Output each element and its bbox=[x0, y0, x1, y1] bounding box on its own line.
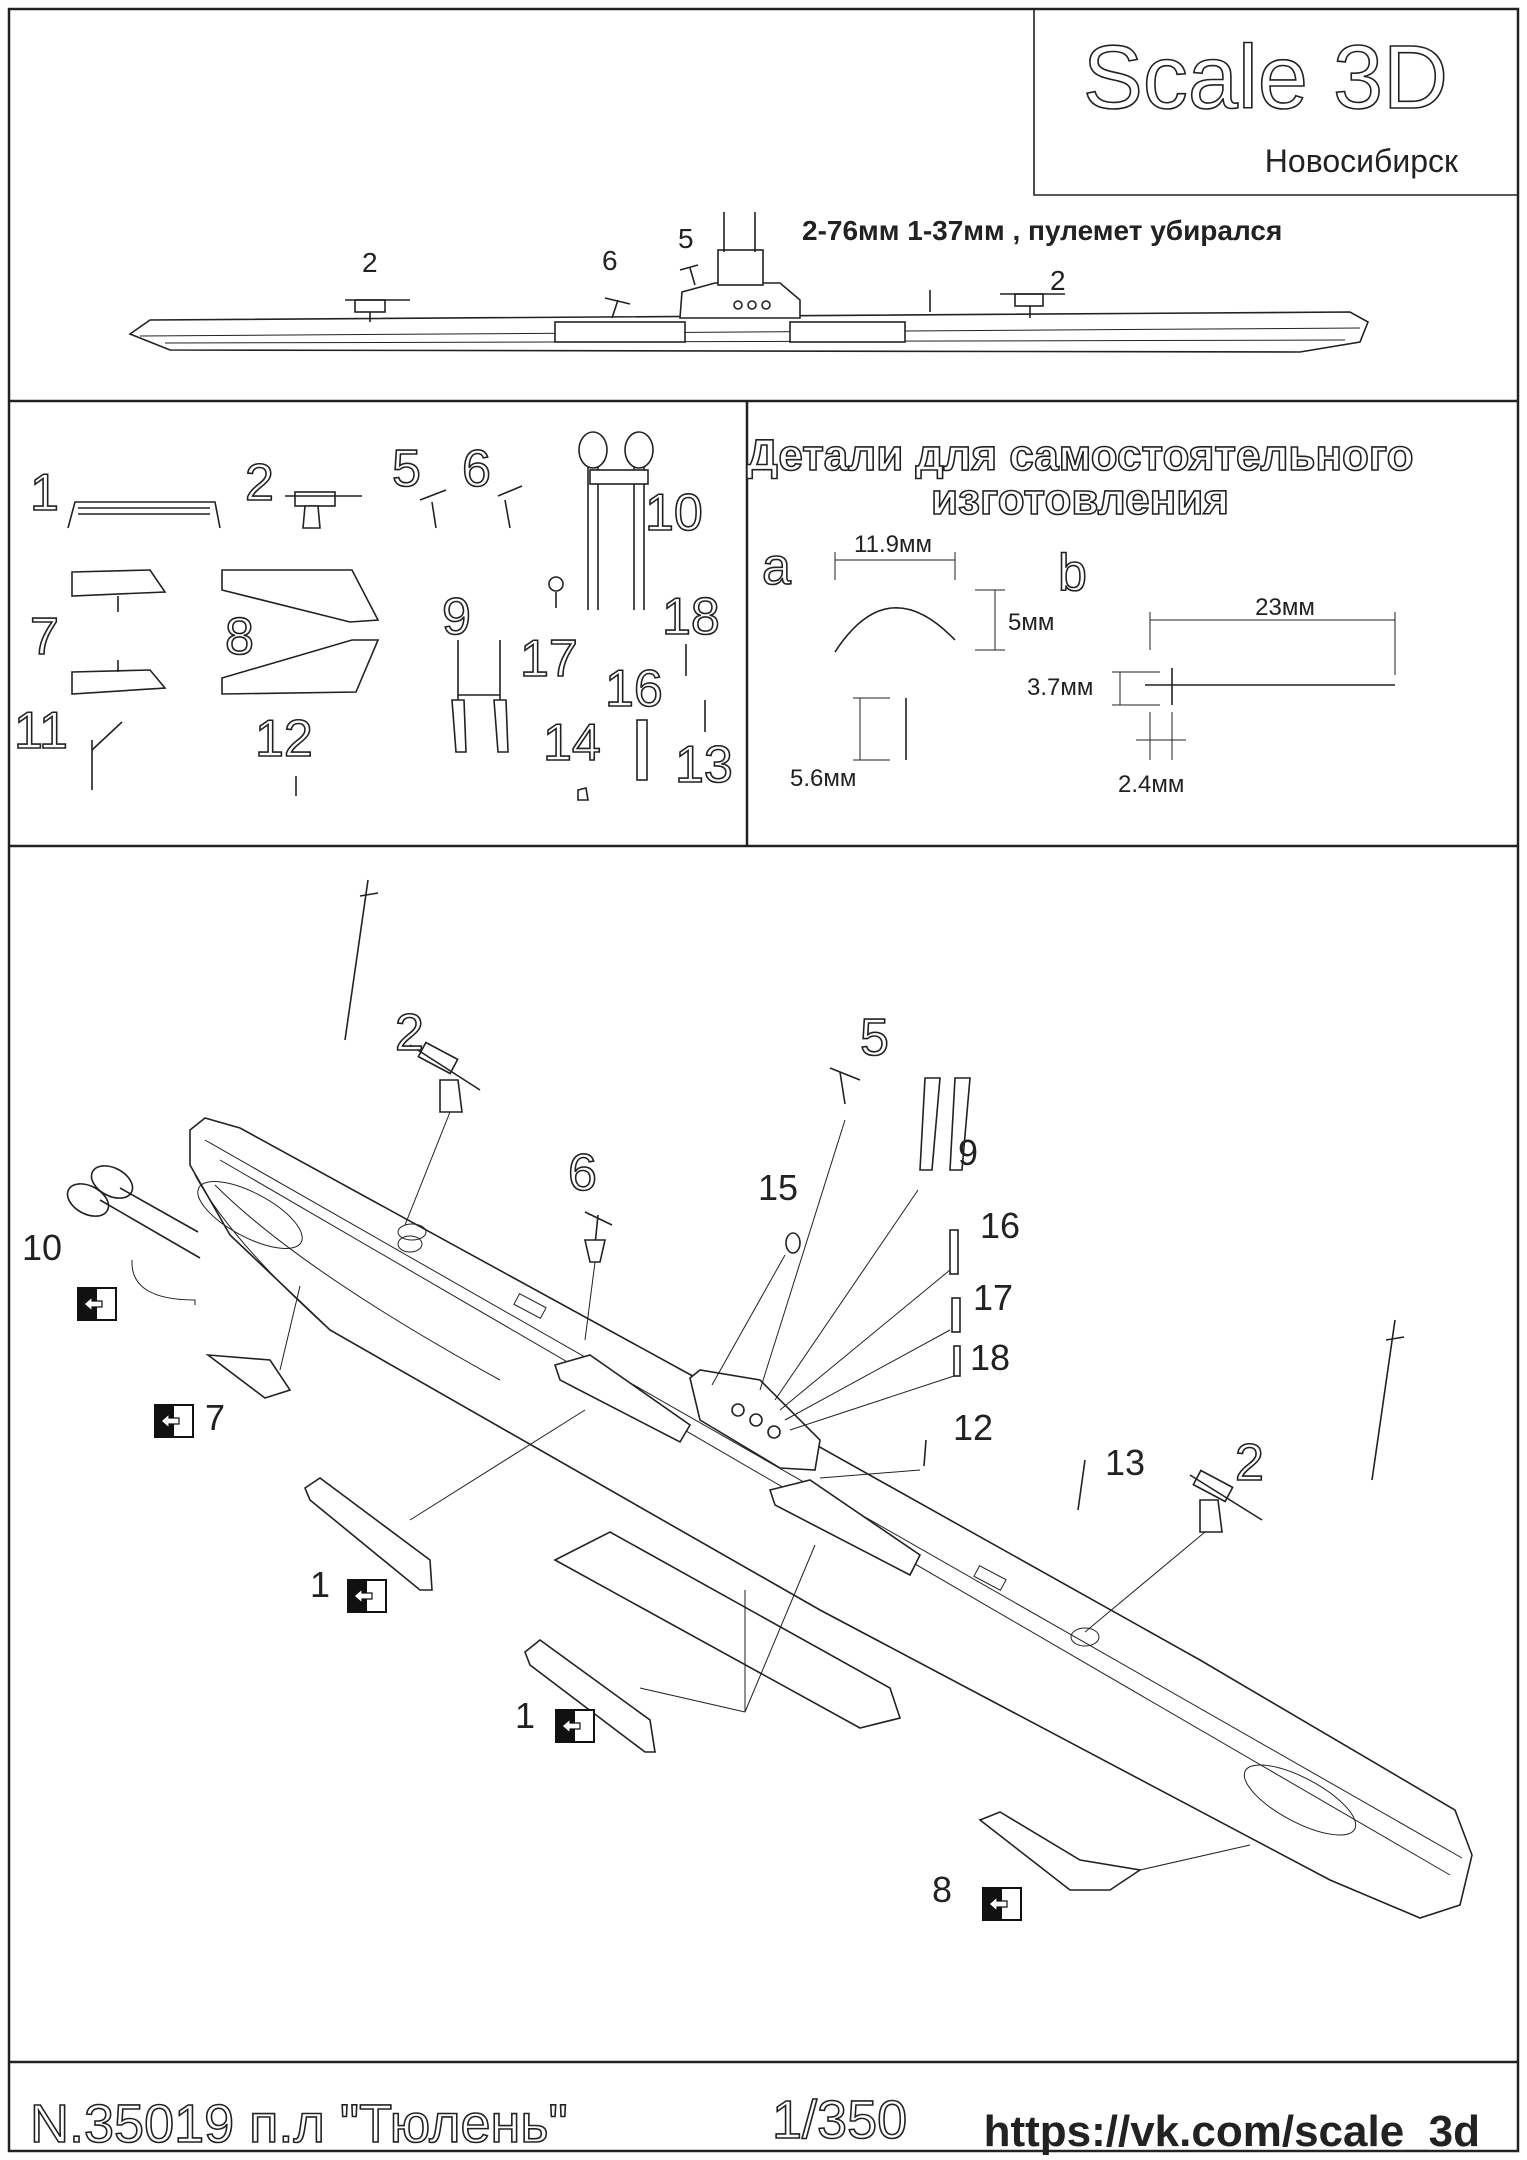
side-swap-icon bbox=[555, 1709, 595, 1743]
callout-5: 5 bbox=[860, 1009, 889, 1067]
self-made-title-2: изготовления bbox=[931, 475, 1229, 524]
top-note: 2-76мм 1-37мм , пулемет убирался bbox=[802, 215, 1282, 246]
footer-model-code: N.35019 п.л "Тюлень" bbox=[30, 2094, 568, 2154]
top-label-mg: 5 bbox=[678, 223, 694, 254]
side-swap-icon bbox=[347, 1579, 387, 1613]
footer-url: https://vk.com/scale_3d bbox=[984, 2107, 1480, 2156]
submarine-side-view bbox=[128, 212, 1370, 353]
side-swap-icon bbox=[982, 1887, 1022, 1921]
assembly-drawing bbox=[66, 879, 1473, 1919]
brand-city: Новосибирск bbox=[1265, 143, 1459, 179]
callout-13: 13 bbox=[1105, 1442, 1145, 1483]
part-b-label: b bbox=[1058, 544, 1087, 602]
callout-9: 9 bbox=[958, 1132, 978, 1173]
b-length-dim: 23мм bbox=[1255, 594, 1315, 621]
part-num-18: 18 bbox=[662, 588, 720, 646]
callout-2-fore: 2 bbox=[395, 1004, 424, 1062]
callout-10: 10 bbox=[22, 1227, 62, 1268]
sheet-border bbox=[7, 7, 1520, 2153]
callout-1-upper: 1 bbox=[310, 1564, 330, 1605]
callout-1-lower: 1 bbox=[515, 1695, 535, 1736]
callout-17: 17 bbox=[973, 1277, 1013, 1318]
part-num-11: 11 bbox=[14, 702, 68, 760]
callout-15: 15 bbox=[758, 1167, 798, 1208]
b-span-dim: 2.4мм bbox=[1118, 771, 1184, 798]
side-swap-icon bbox=[154, 1404, 194, 1438]
a-height-dim: 5мм bbox=[1008, 609, 1054, 636]
callout-7: 7 bbox=[205, 1397, 225, 1438]
part-num-7: 7 bbox=[30, 608, 59, 666]
callout-16: 16 bbox=[980, 1205, 1020, 1246]
brand-box: Scale 3D Новосибирск bbox=[1033, 9, 1518, 196]
a-width-dim: 11.9мм bbox=[854, 531, 932, 558]
part-num-16: 16 bbox=[605, 660, 663, 718]
part-num-10: 10 bbox=[645, 484, 703, 542]
callout-12: 12 bbox=[953, 1407, 993, 1448]
side-swap-icon bbox=[77, 1287, 117, 1321]
callout-18: 18 bbox=[970, 1337, 1010, 1378]
self-made-panel: Детали для самостоятельного изготовления… bbox=[746, 430, 1415, 798]
part-a-label: a bbox=[762, 538, 791, 596]
self-made-title-1: Детали для самостоятельного bbox=[746, 431, 1413, 480]
part-num-14: 14 bbox=[543, 714, 601, 772]
top-label-gun-fore: 2 bbox=[362, 247, 378, 278]
part-num-17: 17 bbox=[520, 630, 578, 688]
a-length-dim: 5.6мм bbox=[790, 765, 856, 792]
b-offset-dim: 3.7мм bbox=[1027, 674, 1093, 701]
part-num-2: 2 bbox=[245, 454, 274, 512]
brand-title: Scale 3D bbox=[1083, 28, 1448, 128]
callout-6: 6 bbox=[568, 1144, 597, 1202]
callout-8: 8 bbox=[932, 1869, 952, 1910]
part-num-13: 13 bbox=[675, 736, 733, 794]
top-label-gun-37: 6 bbox=[602, 245, 618, 276]
part-num-5: 5 bbox=[392, 440, 421, 498]
callout-2-aft: 2 bbox=[1235, 1434, 1264, 1492]
part-num-12: 12 bbox=[255, 710, 313, 768]
part-num-1: 1 bbox=[30, 464, 59, 522]
parts-panel: 1 2 5 6 10 7 8 9 17 18 16 11 12 14 13 bbox=[13, 431, 734, 801]
part-num-9: 9 bbox=[442, 588, 471, 646]
footer-scale: 1/350 bbox=[772, 2090, 907, 2150]
top-label-gun-aft: 2 bbox=[1050, 265, 1066, 296]
part-num-6: 6 bbox=[462, 440, 491, 498]
part-num-8: 8 bbox=[225, 608, 254, 666]
